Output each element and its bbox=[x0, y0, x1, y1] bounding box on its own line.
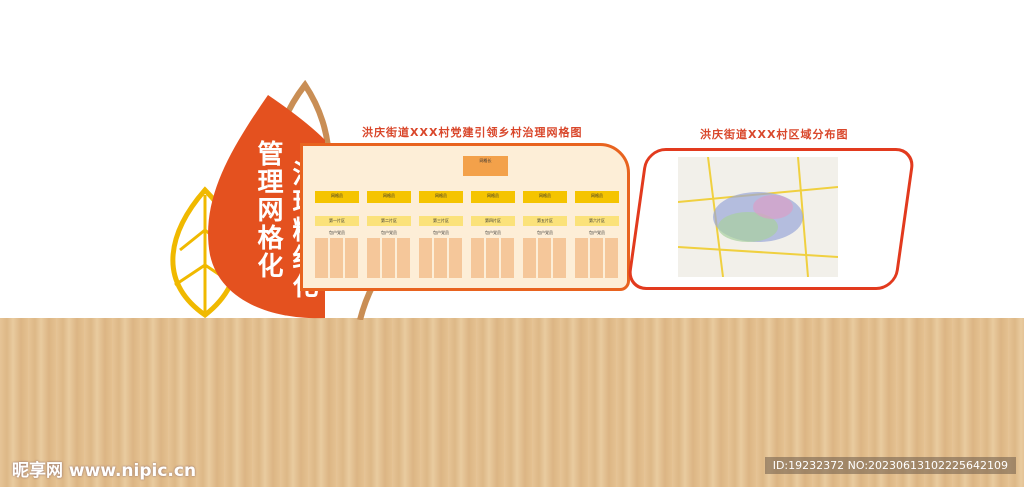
household-label: 包户党员 bbox=[329, 230, 345, 235]
household-node bbox=[605, 238, 618, 278]
household-node bbox=[501, 238, 514, 278]
household-node bbox=[538, 238, 551, 278]
district-node: 第六片区 bbox=[575, 216, 619, 226]
household-node bbox=[523, 238, 536, 278]
household-node bbox=[382, 238, 395, 278]
leaf-decorations bbox=[170, 80, 403, 320]
household-node bbox=[449, 238, 462, 278]
household-node bbox=[486, 238, 499, 278]
household-label: 包户党员 bbox=[589, 230, 605, 235]
household-label: 包户党员 bbox=[485, 230, 501, 235]
household-node bbox=[419, 238, 432, 278]
map-title: 洪庆街道XXX村区域分布图 bbox=[700, 128, 849, 141]
village-map bbox=[678, 157, 838, 277]
watermark-logo: 昵享网 www.nipic.cn bbox=[12, 461, 197, 481]
grid-member-node: 网格员 bbox=[523, 191, 567, 203]
household-node bbox=[434, 238, 447, 278]
household-node bbox=[590, 238, 603, 278]
district-node: 第三片区 bbox=[419, 216, 463, 226]
slogan-1: 管理网格化 bbox=[253, 140, 283, 280]
org-chart-title: 洪庆街道XXX村党建引领乡村治理网格图 bbox=[362, 126, 583, 139]
household-node bbox=[345, 238, 358, 278]
district-node: 第五片区 bbox=[523, 216, 567, 226]
grid-member-node: 网格员 bbox=[575, 191, 619, 203]
grid-member-node: 网格员 bbox=[367, 191, 411, 203]
household-label: 包户党员 bbox=[537, 230, 553, 235]
household-node bbox=[471, 238, 484, 278]
head-node: 网格长 bbox=[463, 156, 508, 176]
household-node bbox=[367, 238, 380, 278]
grid-member-node: 网格员 bbox=[315, 191, 359, 203]
grid-member-node: 网格员 bbox=[419, 191, 463, 203]
district-node: 第一片区 bbox=[315, 216, 359, 226]
household-node bbox=[397, 238, 410, 278]
district-node: 第四片区 bbox=[471, 216, 515, 226]
grid-member-node: 网格员 bbox=[471, 191, 515, 203]
household-node bbox=[575, 238, 588, 278]
org-chart-panel: 网格长 网格员 第一片区 包户党员 网格员 第二片区 包户党员 网格员 第三片区… bbox=[300, 143, 630, 291]
watermark-id: ID:19232372 NO:20230613102225642109 bbox=[764, 457, 1016, 474]
household-node bbox=[330, 238, 343, 278]
household-label: 包户党员 bbox=[433, 230, 449, 235]
district-node: 第二片区 bbox=[367, 216, 411, 226]
household-label: 包户党员 bbox=[381, 230, 397, 235]
household-node bbox=[315, 238, 328, 278]
red-leaf-shape bbox=[208, 95, 325, 319]
household-node bbox=[553, 238, 566, 278]
